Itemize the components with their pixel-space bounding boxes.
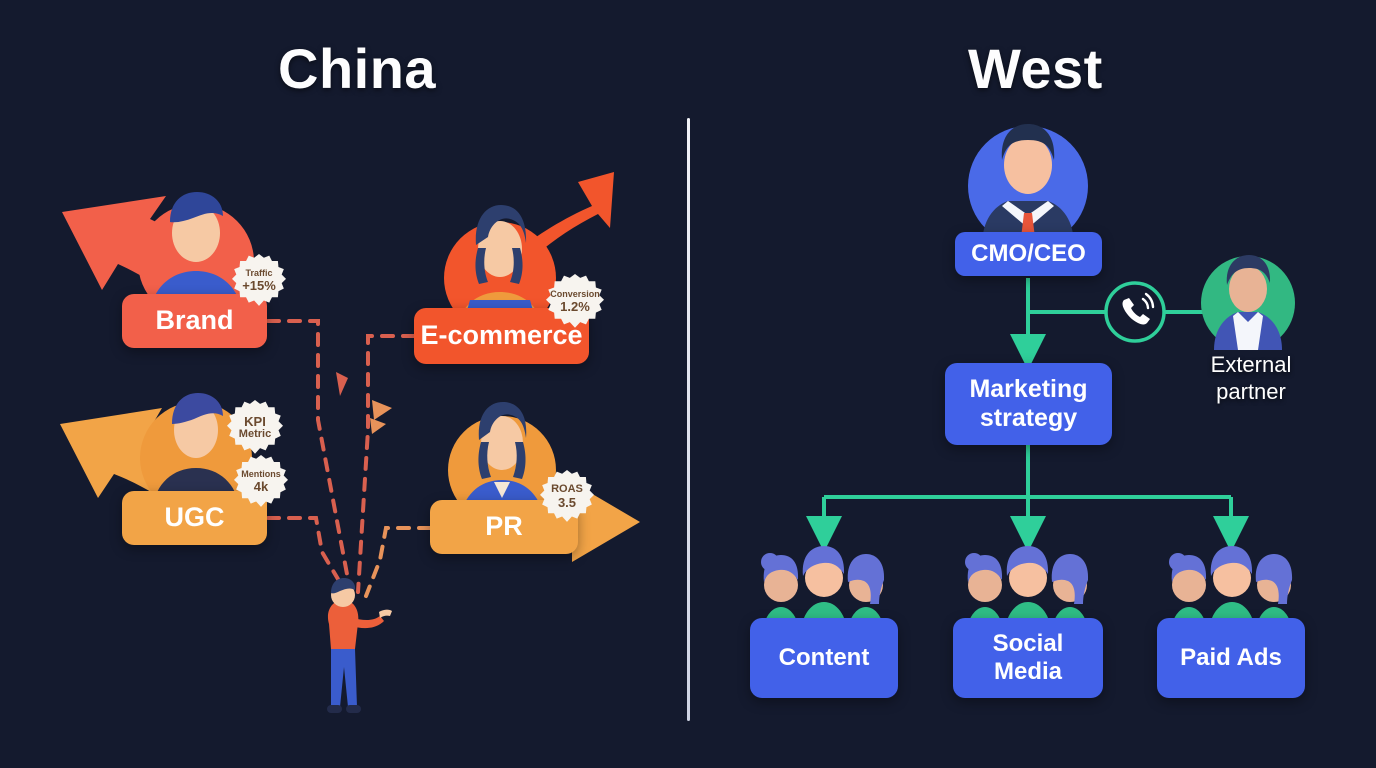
- presenter-person-figure: [327, 578, 392, 713]
- external-partner-line1: External: [1210, 352, 1292, 377]
- badge-traffic-top: Traffic: [245, 268, 273, 279]
- page-title-west: West: [968, 37, 1103, 100]
- node-ugc-label: UGC: [164, 502, 225, 533]
- connector-ecommerce: [356, 334, 416, 594]
- badge-mentions-top: Mentions: [241, 469, 281, 480]
- page-title-china: China: [278, 37, 437, 100]
- connector-stub: [336, 372, 348, 396]
- node-paid-ads-label: Paid Ads: [1180, 644, 1282, 672]
- badge-roas-bottom: 3.5: [557, 494, 577, 510]
- badge-mentions-bottom: 4k: [253, 478, 269, 494]
- connector-arrowheads: [370, 400, 392, 434]
- node-brand[interactable]: Brand: [122, 294, 267, 348]
- badge-kpi: KPI Metric: [227, 400, 283, 454]
- badge-kpi-top: KPI: [244, 414, 266, 430]
- external-partner-label: External partner: [1185, 352, 1317, 406]
- section-divider: [687, 118, 690, 721]
- badge-kpi-bottom: Metric: [238, 428, 272, 441]
- badge-traffic-bottom: +15%: [242, 277, 276, 293]
- node-social-media-line2: Media: [993, 658, 1062, 685]
- node-content-label: Content: [778, 644, 870, 672]
- node-cmo-ceo-label: CMO/CEO: [971, 240, 1086, 268]
- node-ugc[interactable]: UGC: [122, 491, 267, 545]
- badge-conversion-bottom: 1.2%: [560, 298, 590, 314]
- connector-ugc: [266, 516, 350, 598]
- connector-brand: [266, 319, 352, 592]
- node-social-media[interactable]: Social Media: [953, 618, 1103, 698]
- node-brand-label: Brand: [155, 305, 234, 336]
- phone-icon: [1104, 281, 1166, 343]
- node-marketing-strategy-line2: strategy: [979, 404, 1078, 432]
- node-marketing-strategy-line1: Marketing: [969, 375, 1088, 404]
- node-social-media-line1: Social: [992, 630, 1064, 658]
- node-marketing-strategy[interactable]: Marketing strategy: [945, 363, 1112, 445]
- node-content[interactable]: Content: [750, 618, 898, 698]
- connector-pr: [364, 526, 432, 598]
- node-ecommerce-label: E-commerce: [420, 320, 583, 351]
- node-cmo-ceo[interactable]: CMO/CEO: [955, 232, 1102, 276]
- node-pr-label: PR: [485, 511, 523, 542]
- external-partner-line2: partner: [1216, 378, 1286, 404]
- external-partner-avatar: [1201, 255, 1295, 350]
- node-paid-ads[interactable]: Paid Ads: [1157, 618, 1305, 698]
